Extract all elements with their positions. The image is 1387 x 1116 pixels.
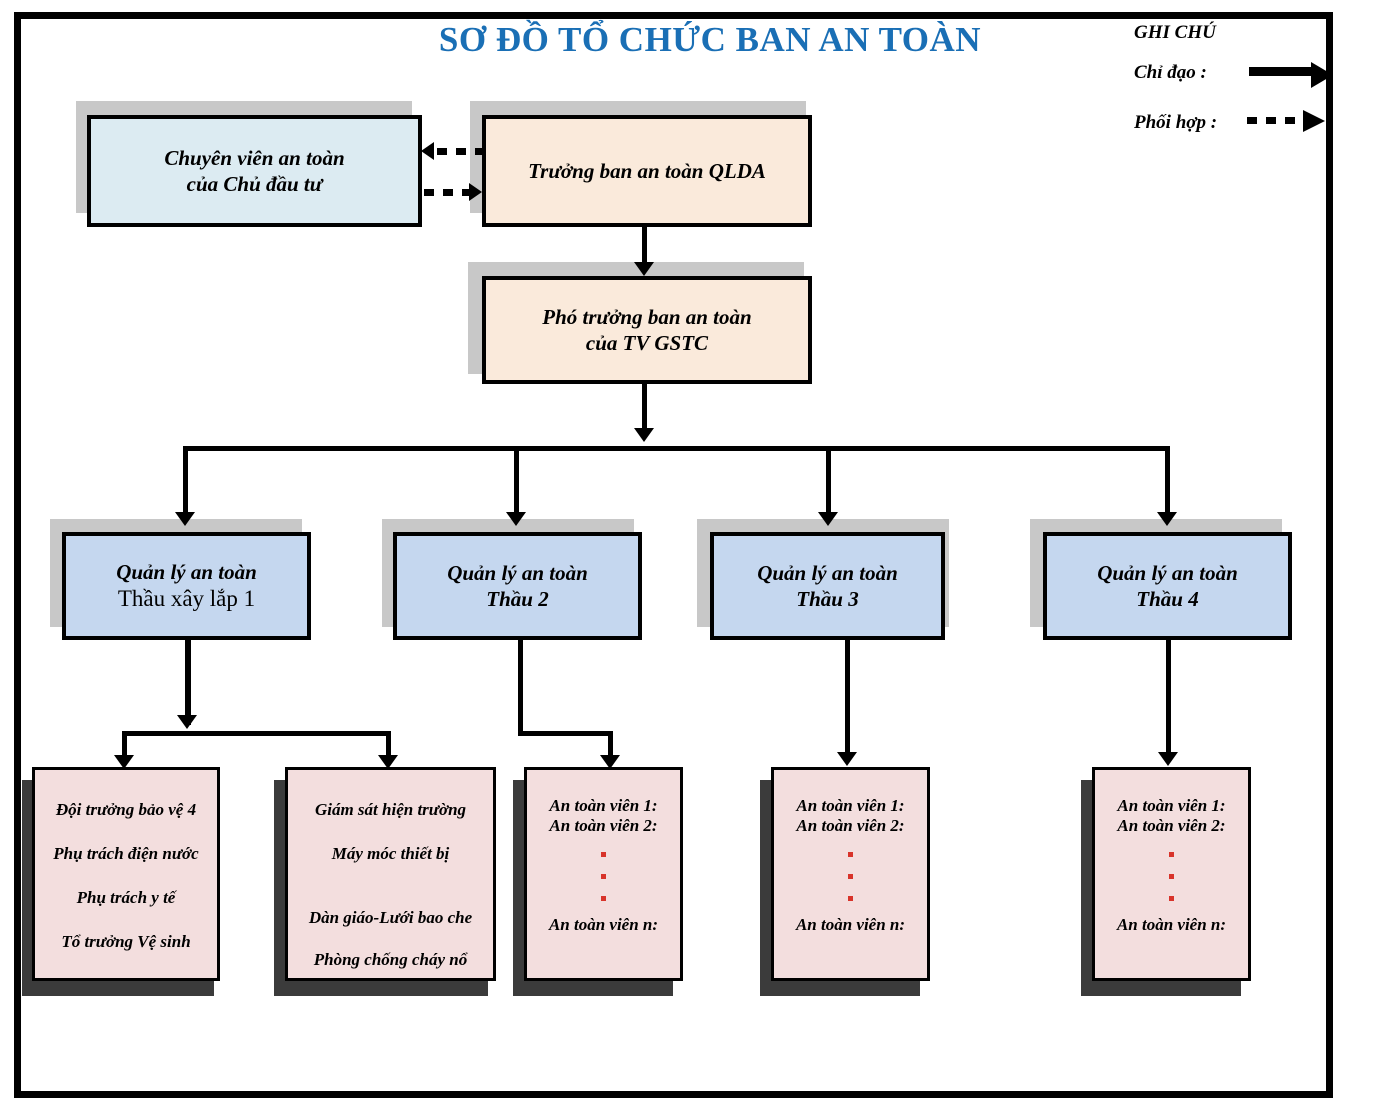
manager-drop-3-arrow [818,512,838,526]
coordination-arrow-right-shaft [424,189,470,196]
node-safety-head[interactable]: Trưởng ban an toàn QLDA [482,115,812,227]
node-manager-2[interactable]: Quản lý an toàn Thầu 2 [393,532,642,640]
connector-head-to-deputy [642,227,647,268]
team-split-bus-1 [122,731,391,736]
staff-connector-2-drop [608,731,613,761]
team-2-item-1: Giám sát hiện trường [314,800,467,819]
legend-item-phoi-hop: Phối hợp : [1134,112,1334,138]
connector-head-to-deputy-arrow [634,262,654,276]
ellipsis-dot-icon [601,874,606,879]
team-drop-a-arrow [114,755,134,769]
coordination-arrow-left-shaft [437,148,483,155]
staff-connector-2-horiz [518,731,613,736]
staff-list-1-first: An toàn viên 1: [549,796,658,815]
team-1-item-2: Phụ trách điện nước [53,844,199,863]
team-drop-a [122,731,127,761]
ellipsis-dot-icon [1169,852,1174,857]
node-deputy-line1: Phó trưởng ban an toàn [542,304,752,329]
node-manager-1-line2: Thầu xây lắp 1 [117,585,256,611]
legend-label-chi-dao: Chỉ đạo : [1134,62,1207,83]
node-manager-1-line1: Quản lý an toàn [116,559,257,584]
staff-list-3-second: An toàn viên 2: [1117,816,1226,835]
node-manager-4-line1: Quản lý an toàn [1097,560,1238,585]
staff-connector-4-arrow [1158,752,1178,766]
staff-list-1-last: An toàn viên n: [548,915,659,934]
coordination-arrow-left-icon [421,142,434,160]
team-2-item-4: Phòng chống cháy nổ [313,950,468,969]
node-safety-head-line1: Trưởng ban an toàn QLDA [528,158,766,183]
node-owner-line1: Chuyên viên an toàn [164,145,345,170]
manager-drop-2 [514,446,519,518]
node-manager-4[interactable]: Quản lý an toàn Thầu 4 [1043,532,1292,640]
ellipsis-dot-icon [601,896,606,901]
node-owner-line2: của Chủ đầu tư [186,172,323,196]
ellipsis-dot-icon [1169,874,1174,879]
connector-deputy-to-bus-arrow [634,428,654,442]
staff-connector-2-vert [518,640,523,735]
page-title: SƠ ĐỒ TỔ CHỨC BAN AN TOÀN [438,20,982,59]
manager-drop-4 [1165,446,1170,518]
page-border-frame [14,12,1333,1098]
team-2-item-2: Máy móc thiết bị [331,844,450,863]
staff-connector-3-vert [845,640,850,760]
node-manager-4-line2: Thầu 4 [1136,587,1199,611]
node-staff-list-1[interactable]: An toàn viên 1: An toàn viên 2: An toàn … [524,767,683,981]
connector-deputy-to-bus [642,384,647,432]
manager-drop-1-arrow [175,512,195,526]
manager-drop-1 [183,446,188,518]
legend-item-chi-dao: Chỉ đạo : [1134,62,1334,88]
staff-list-3-first: An toàn viên 1: [1117,796,1226,815]
staff-connector-3-arrow [837,752,857,766]
manager-bus-horizontal [183,446,1170,451]
legend-dashed-arrow-shaft [1247,117,1305,124]
ellipsis-dot-icon [848,896,853,901]
node-manager-3-line1: Quản lý an toàn [757,560,898,585]
node-deputy-line2: của TV GSTC [585,331,709,355]
node-team-2[interactable]: Giám sát hiện trường Máy móc thiết bị Dà… [285,767,496,981]
team-drop-b [386,731,391,761]
staff-connector-2-arrow [600,755,620,769]
node-team-1[interactable]: Đội trưởng bảo vệ 4 Phụ trách điện nước … [32,767,220,981]
staff-list-2-first: An toàn viên 1: [796,796,905,815]
manager-drop-3 [826,446,831,518]
staff-connector-4-vert [1166,640,1171,760]
team-split-stem-1 [185,640,191,725]
staff-list-2-second: An toàn viên 2: [796,816,905,835]
team-split-stem-1-arrow [177,715,197,729]
team-1-item-1: Đội trưởng bảo vệ 4 [55,800,197,819]
manager-drop-4-arrow [1157,512,1177,526]
manager-drop-2-arrow [506,512,526,526]
staff-list-1-second: An toàn viên 2: [549,816,658,835]
team-1-item-4: Tổ trưởng Vệ sinh [61,932,191,951]
legend-solid-arrow-icon [1311,62,1333,88]
node-manager-2-line1: Quản lý an toàn [447,560,588,585]
legend-label-phoi-hop: Phối hợp : [1134,112,1218,133]
legend-dashed-arrow-icon [1303,110,1325,132]
team-1-item-3: Phụ trách y tế [76,888,176,907]
legend-heading: GHI CHÚ [1134,22,1216,43]
node-manager-3[interactable]: Quản lý an toàn Thầu 3 [710,532,945,640]
staff-list-2-last: An toàn viên n: [795,915,906,934]
node-owner-safety-officer[interactable]: Chuyên viên an toàn của Chủ đầu tư [87,115,422,227]
node-deputy-head[interactable]: Phó trưởng ban an toàn của TV GSTC [482,276,812,384]
node-staff-list-3[interactable]: An toàn viên 1: An toàn viên 2: An toàn … [1092,767,1251,981]
node-staff-list-2[interactable]: An toàn viên 1: An toàn viên 2: An toàn … [771,767,930,981]
coordination-arrow-right-icon [469,183,482,201]
ellipsis-dot-icon [848,852,853,857]
team-2-item-3: Dàn giáo-Lưới bao che [308,908,473,927]
legend-solid-arrow-shaft [1249,67,1313,76]
node-manager-3-line2: Thầu 3 [796,587,859,611]
node-manager-1[interactable]: Quản lý an toàn Thầu xây lắp 1 [62,532,311,640]
team-drop-b-arrow [378,755,398,769]
ellipsis-dot-icon [601,852,606,857]
ellipsis-dot-icon [1169,896,1174,901]
ellipsis-dot-icon [848,874,853,879]
node-manager-2-line2: Thầu 2 [486,587,549,611]
staff-list-3-last: An toàn viên n: [1116,915,1227,934]
